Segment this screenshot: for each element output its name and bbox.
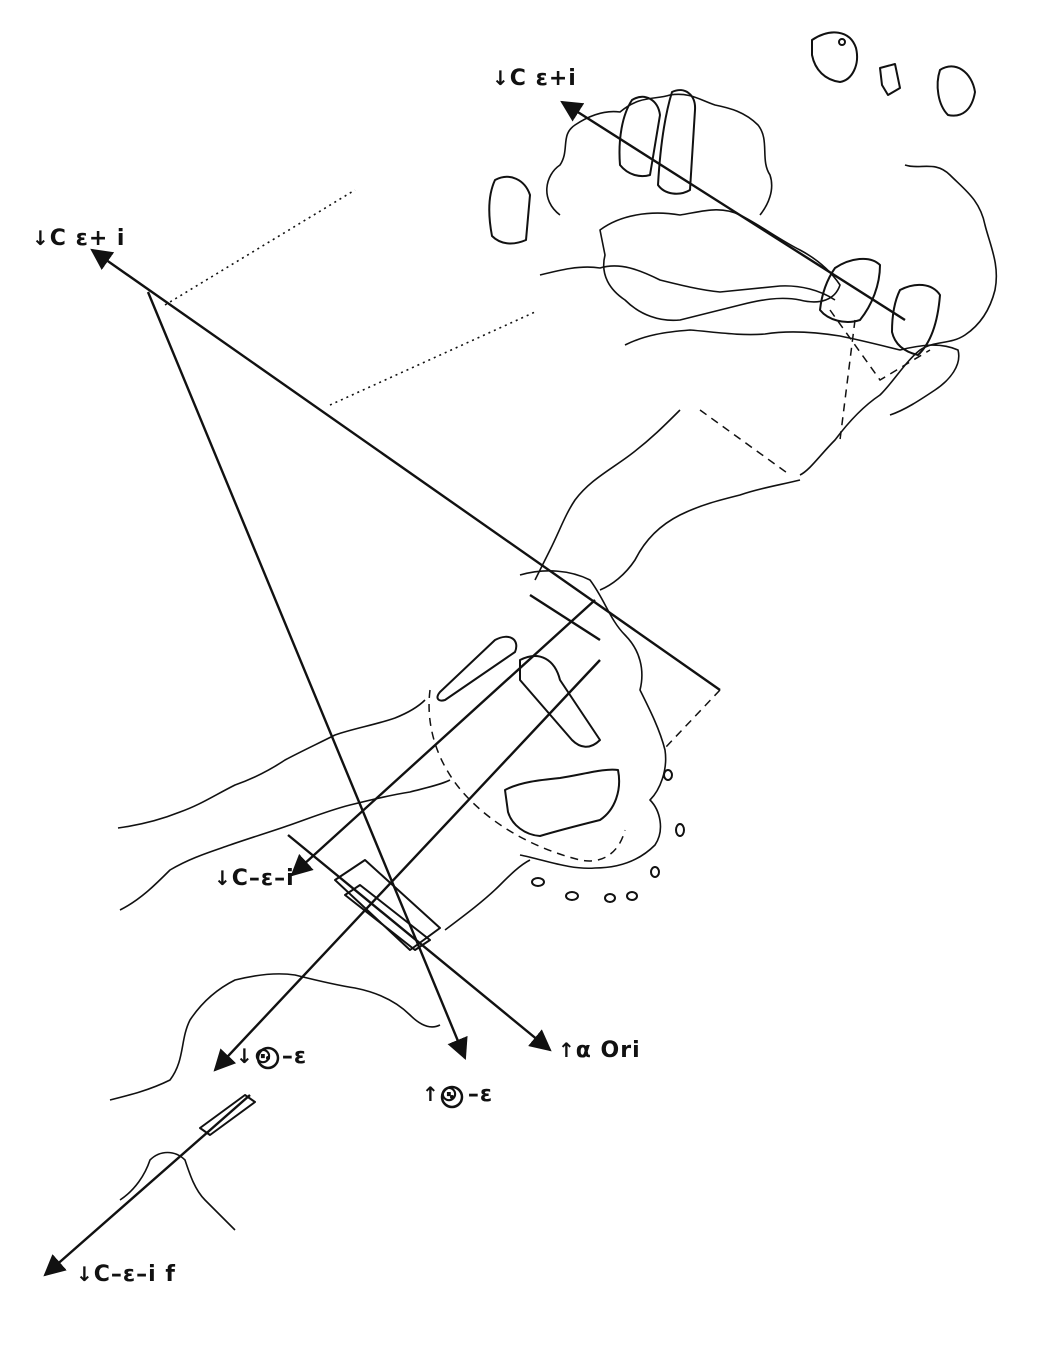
boulder-6 [626,891,638,901]
stone-6 [488,175,531,245]
enclosure-edge-right [664,689,721,749]
stone-11 [504,768,620,837]
contour-gorge-left [534,409,681,581]
up-arrow-icon: ↑ [558,1038,576,1062]
down-arrow-icon: ↓ [492,66,510,90]
down-arrow-icon: ↓ [214,866,232,890]
axis-c-e-plus-i-left [90,248,721,691]
down-arrow-icon: ↓ [236,1044,254,1068]
label-sun-minus-e-left: ↓⊙ –ε [236,1044,307,1069]
axis-c-minus-e-minus-i-f [43,1094,251,1277]
label-text: C ε+ i [49,226,126,251]
down-arrow-icon: ↓ [76,1262,94,1286]
contour-ridge-inner [539,265,836,301]
axis-c-e-plus-i-top [560,100,906,322]
contour-foothill [109,973,441,1101]
stone-1-mark [838,38,846,46]
label-text: C ε+i [509,66,577,91]
contour-lower-basin [624,329,960,416]
label-text: α Ori [575,1038,641,1063]
enclosure-outline [428,689,626,862]
contour-lower-terrace [444,859,531,931]
stone-2 [879,63,901,96]
label-text: C–ε–i f [93,1262,176,1287]
ridge-dash-2 [829,309,931,381]
stone-5 [657,89,697,195]
contour-knoll [119,1151,236,1231]
dotted-line-upper [164,189,356,306]
label-text: C–ε–i [231,866,295,891]
contour-valley-upper [117,699,426,829]
label-alpha-ori: ↑α Ori [558,1038,641,1063]
stone-10 [519,655,601,748]
stone-13 [344,884,431,951]
label-text: ⊙ –ε [439,1082,494,1107]
sun-symbol-left [256,1046,280,1070]
boulder-3 [531,877,545,887]
contour-ridge-right [799,164,998,476]
stone-9 [436,635,518,702]
label-c-minus-e-minus-i-f: ↓C–ε–i f [76,1262,176,1287]
sun-symbol-left-dot [266,1056,270,1060]
terrain-contours [109,93,998,1231]
label-c-e-plus-i-left: ↓C ε+ i [32,226,125,251]
boulder-4 [565,891,579,901]
axis-stone-row [529,593,601,642]
boulders [531,769,685,903]
boulder-2 [650,866,660,878]
boulder-5 [604,893,616,903]
alignment-axes [43,100,906,1277]
up-arrow-icon: ↑ [422,1082,440,1106]
stone-1 [811,31,858,83]
stone-4 [618,95,661,178]
axis-sun-left [213,659,601,1072]
axis-sun-right [146,291,468,1060]
contour-gorge-right [599,479,801,591]
ridge-dash-3 [839,319,856,441]
stone-7 [819,257,881,323]
stone-3 [936,65,976,117]
sun-symbol-right [440,1085,464,1109]
contour-valley-lower [119,779,451,911]
sun-symbol-right-dot [450,1095,454,1099]
label-text: ⊙ –ε [253,1044,308,1069]
label-c-e-plus-i-top: ↓C ε+i [492,66,577,91]
boulder-7 [663,769,673,781]
dotted-line-middle [329,311,536,406]
down-arrow-icon: ↓ [32,226,50,250]
stone-8 [891,283,941,356]
contour-mid-basin [599,209,841,322]
axis-alpha-ori [287,834,552,1052]
dashed-enclosures [428,309,931,862]
dotted-sight-lines [164,189,536,406]
label-sun-minus-e-right: ↑⊙ –ε [422,1082,493,1107]
contour-promontory [519,570,667,870]
contour-upper-basin [546,93,773,216]
standing-stones [199,31,976,1136]
boulder-1 [675,823,685,837]
axis-c-minus-e-minus-i [290,599,596,877]
label-c-minus-e-minus-i: ↓C–ε–i [214,866,295,891]
ridge-dash-1 [699,409,791,476]
sun-symbols [256,1046,464,1109]
